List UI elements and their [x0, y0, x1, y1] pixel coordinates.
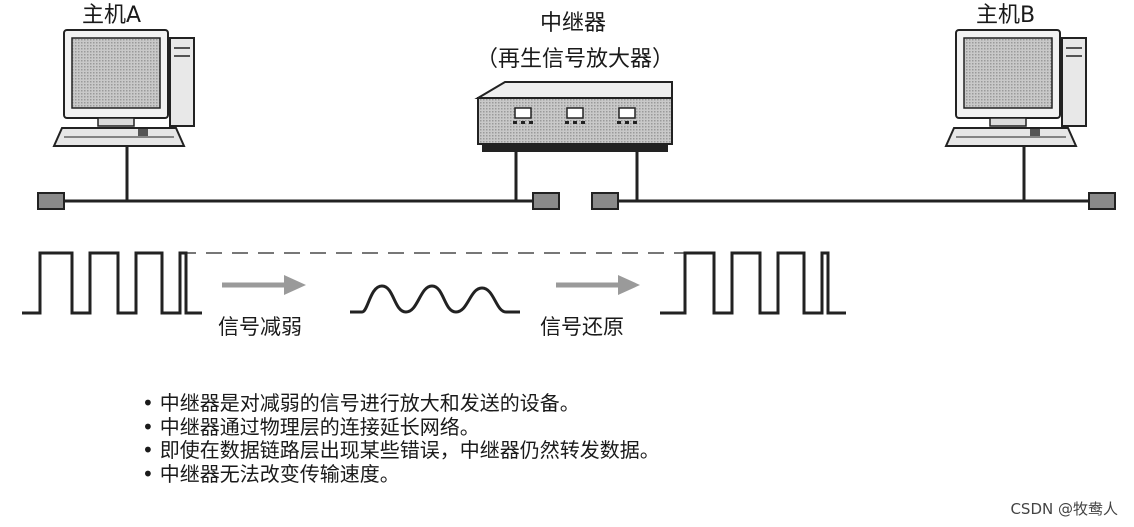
terminator-right	[1088, 192, 1116, 210]
terminator-repeater-right	[591, 192, 619, 210]
note-item: 中继器无法改变传输速度。	[142, 462, 660, 487]
attenuated-wave	[350, 284, 520, 314]
host-a-label: 主机A	[82, 3, 141, 28]
note-item: 中继器通过物理层的连接延长网络。	[142, 415, 660, 440]
repeater-subtitle: （再生信号放大器）	[476, 47, 674, 72]
restored-square-wave	[660, 251, 846, 315]
note-item: 即使在数据链路层出现某些错误，中继器仍然转发数据。	[142, 438, 660, 463]
repeater-device-icon	[474, 81, 673, 201]
watermark-text: CSDN @牧鸯人	[1010, 500, 1118, 518]
restore-label: 信号还原	[540, 315, 624, 339]
notes-list: 中继器是对减弱的信号进行放大和发送的设备。 中继器通过物理层的连接延长网络。 即…	[142, 391, 660, 487]
attenuate-arrow-icon	[222, 275, 306, 295]
host-b-computer-icon	[944, 29, 1087, 201]
host-a-computer-icon	[52, 29, 195, 201]
repeater-title: 中继器	[540, 11, 606, 36]
cable-terminators	[37, 192, 1116, 210]
note-item: 中继器是对减弱的信号进行放大和发送的设备。	[142, 391, 660, 416]
host-b-label: 主机B	[976, 3, 1035, 28]
original-square-wave	[22, 251, 202, 315]
attenuate-label: 信号减弱	[218, 315, 302, 339]
terminator-repeater-left	[532, 192, 560, 210]
restore-arrow-icon	[556, 275, 640, 295]
terminator-left	[37, 192, 65, 210]
